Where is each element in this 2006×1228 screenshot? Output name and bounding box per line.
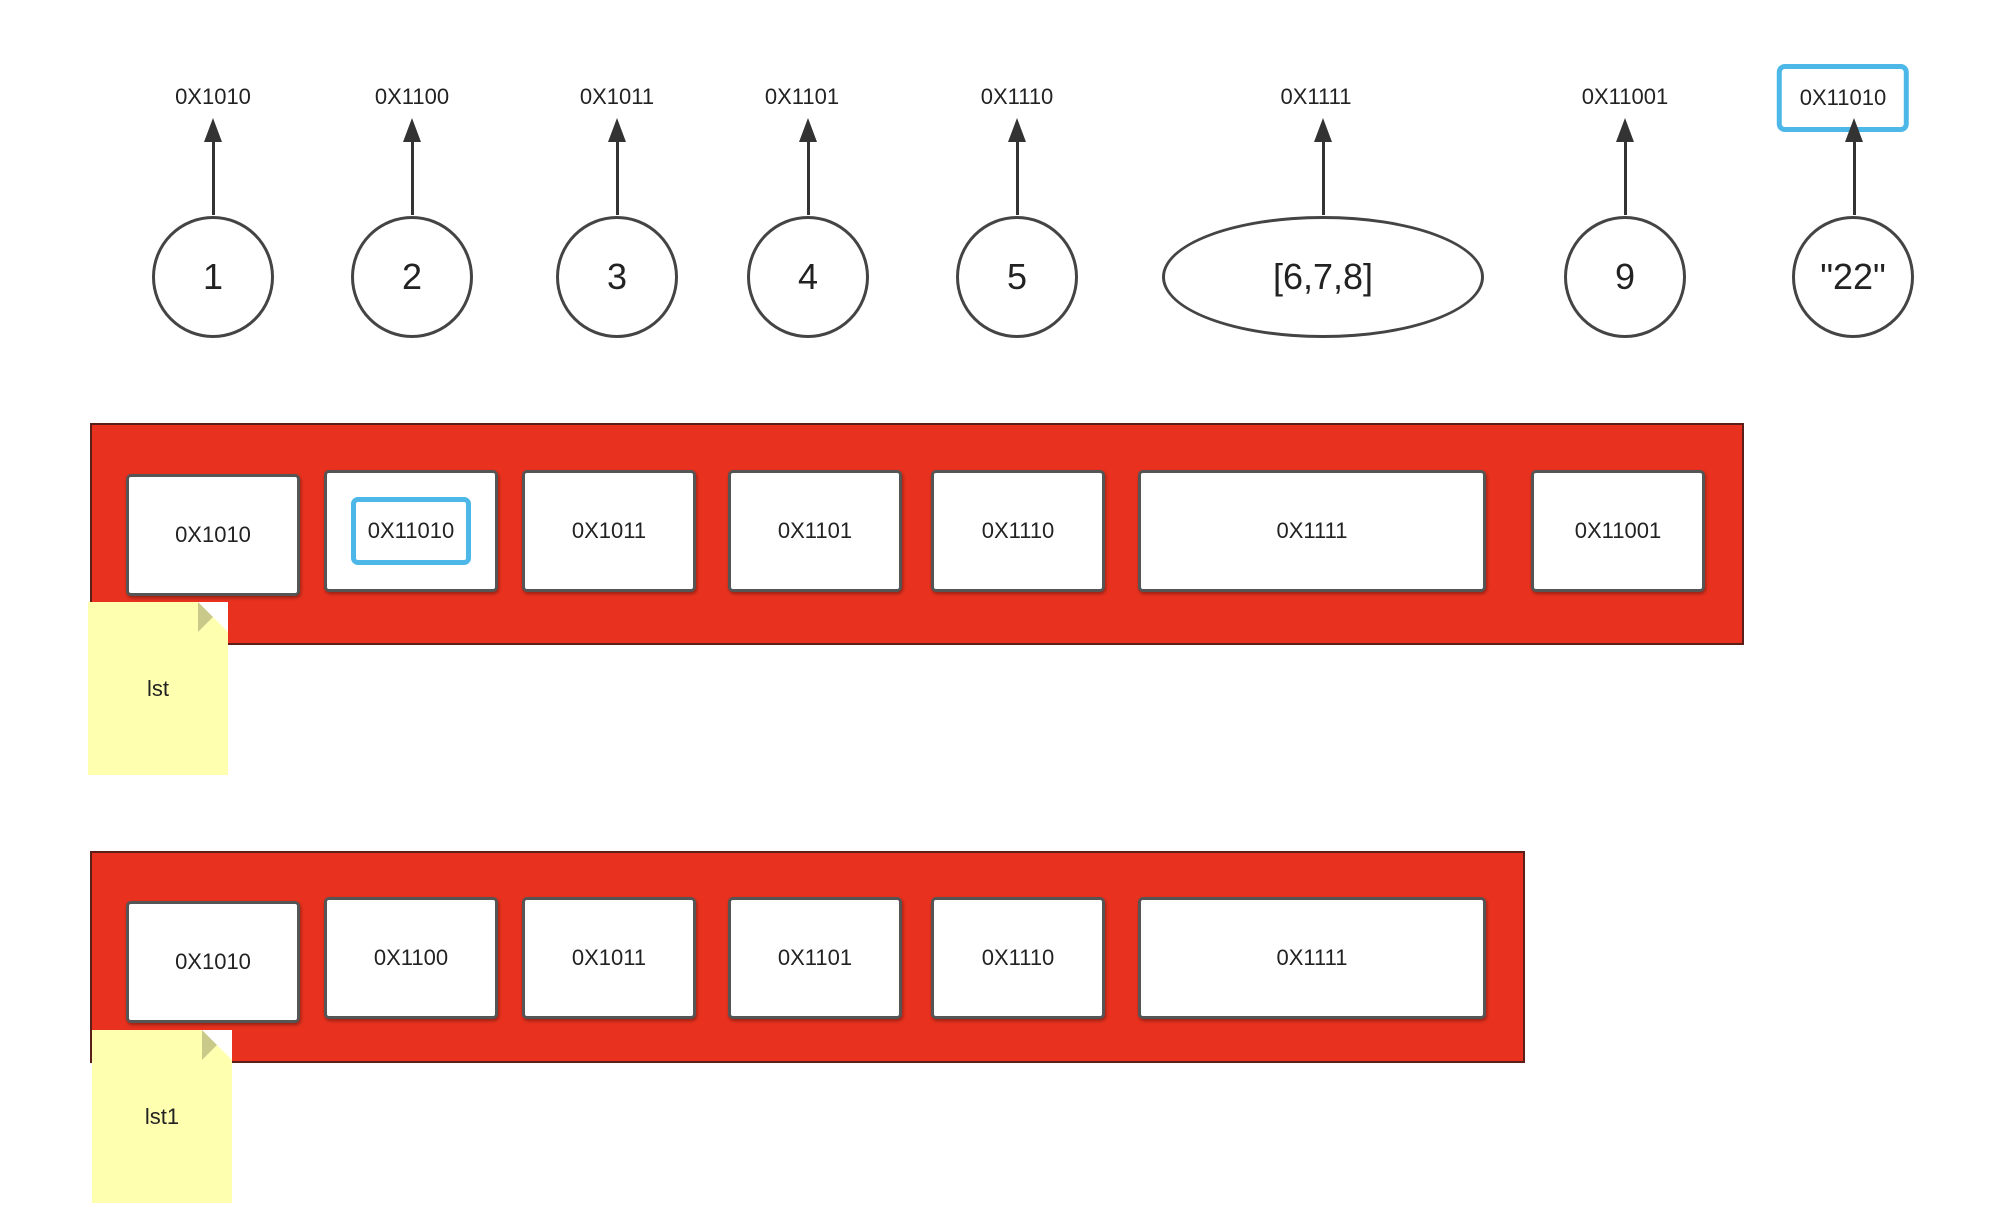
object-address: 0X1111 (1280, 84, 1352, 109)
object-node: [6,7,8] (1162, 216, 1484, 338)
object-node: 1 (152, 216, 274, 338)
lst-cell-highlighted: 0X11010 (324, 470, 498, 592)
lst1-cell: 0X1101 (728, 897, 902, 1019)
lst-note: lst (88, 602, 228, 775)
arrow-up-icon (204, 118, 222, 215)
arrow-up-icon (608, 118, 626, 215)
lst1-cell: 0X1111 (1138, 897, 1486, 1019)
object-address: 0X1010 (175, 84, 251, 109)
object-node: 4 (747, 216, 869, 338)
lst-cell: 0X1010 (126, 474, 300, 596)
object-address: 0X1101 (764, 84, 840, 109)
lst-cell: 0X1110 (931, 470, 1105, 592)
object-address: 0X11001 (1581, 84, 1669, 109)
arrow-up-icon (403, 118, 421, 215)
object-address-highlighted: 0X11010 (1776, 64, 1910, 132)
object-node: 3 (556, 216, 678, 338)
object-node: "22" (1792, 216, 1914, 338)
arrow-up-icon (1616, 118, 1634, 215)
lst1-cell: 0X1010 (126, 901, 300, 1023)
arrow-up-icon (1845, 118, 1863, 215)
lst-cell: 0X11001 (1531, 470, 1705, 592)
lst-cell: 0X1011 (522, 470, 696, 592)
lst1-cell: 0X1100 (324, 897, 498, 1019)
object-address: 0X1011 (579, 84, 655, 109)
arrow-up-icon (1008, 118, 1026, 215)
lst1-note-label: lst1 (144, 1103, 180, 1129)
arrow-up-icon (799, 118, 817, 215)
object-node: 9 (1564, 216, 1686, 338)
lst-cell: 0X1101 (728, 470, 902, 592)
lst1-cell: 0X1011 (522, 897, 696, 1019)
lst-cell-highlight: 0X11010 (350, 497, 472, 565)
object-address: 0X1110 (980, 84, 1054, 109)
arrow-up-icon (1314, 118, 1332, 215)
object-node: 5 (956, 216, 1078, 338)
object-address: 0X1100 (374, 84, 450, 109)
object-node: 2 (351, 216, 473, 338)
lst1-note: lst1 (92, 1030, 232, 1203)
lst-note-label: lst (147, 675, 169, 701)
lst1-cell: 0X1110 (931, 897, 1105, 1019)
lst-cell: 0X1111 (1138, 470, 1486, 592)
